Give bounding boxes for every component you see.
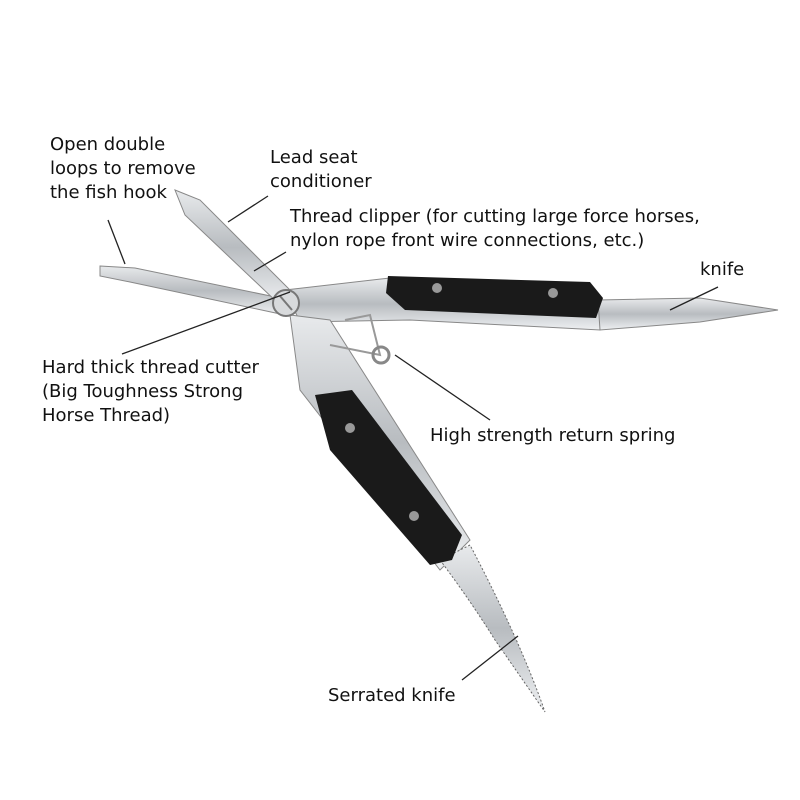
knife-blade xyxy=(597,297,779,331)
knife-label: knife xyxy=(700,259,745,280)
label-line: loops to remove xyxy=(50,158,196,179)
label-line: (Big Toughness Strong xyxy=(42,381,244,402)
label-line: Lead seat xyxy=(270,147,358,168)
label-line: nylon rope front wire connections, etc.) xyxy=(290,230,645,251)
label-line: Hard thick thread cutter xyxy=(42,357,259,378)
serrated-knife-label: Serrated knife xyxy=(328,685,456,706)
screw-icon xyxy=(548,288,558,298)
screw-icon xyxy=(345,423,355,433)
lower-handle-grip xyxy=(315,390,462,565)
label-line: conditioner xyxy=(270,171,372,192)
label-line: Horse Thread) xyxy=(42,405,171,426)
thread-clipper-label: Thread clipper (for cutting large force … xyxy=(290,205,700,253)
spring-label: High strength return spring xyxy=(430,425,676,446)
label-line: the fish hook xyxy=(50,182,167,203)
serrated-blade xyxy=(439,544,546,713)
return-spring xyxy=(329,313,382,357)
thread-cutter-label: Hard thick thread cutter (Big Toughness … xyxy=(42,356,259,428)
label-line: Thread clipper (for cutting large force … xyxy=(290,206,700,227)
leader-lines xyxy=(107,195,719,681)
lead-seat-label: Lead seat conditioner xyxy=(270,146,372,194)
label-line: Open double xyxy=(50,134,166,155)
screw-icon xyxy=(432,283,442,293)
hook-remover-label: Open double loops to remove the fish hoo… xyxy=(50,133,196,205)
screw-icon xyxy=(409,511,419,521)
